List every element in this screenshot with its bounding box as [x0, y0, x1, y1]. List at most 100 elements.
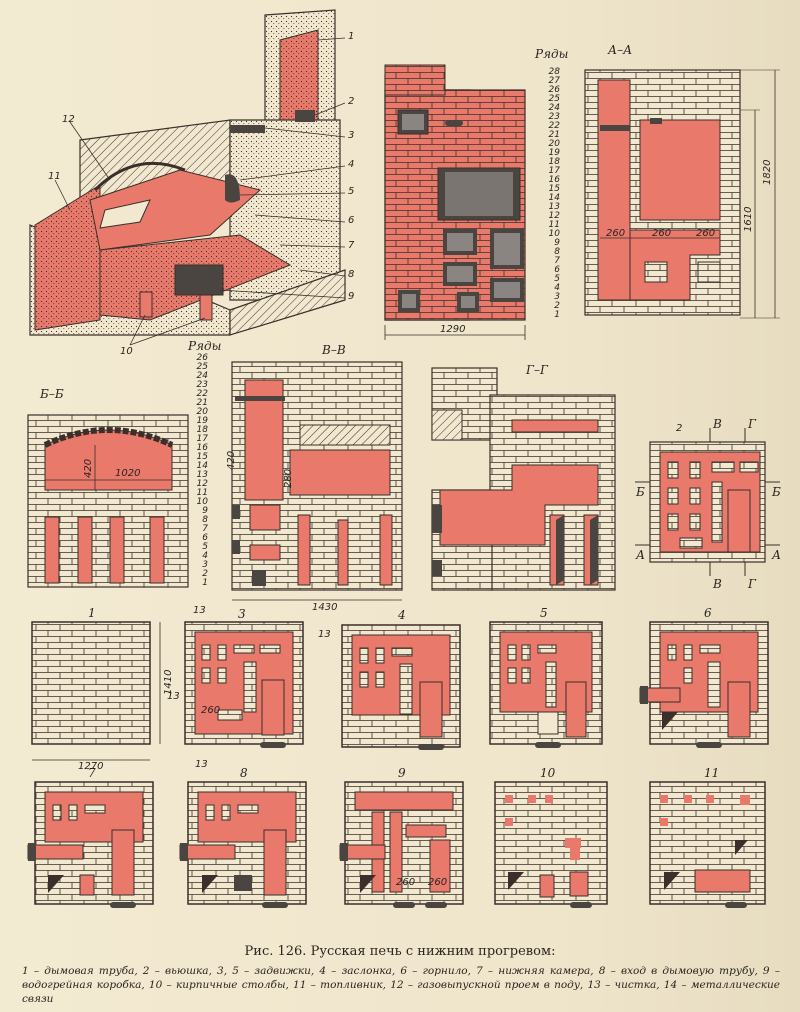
row-mark: 6 [554, 265, 560, 275]
row-mark: 20 [548, 139, 560, 149]
row-mark: 12 [196, 479, 208, 489]
plan-3-dim-260: 260 [201, 705, 221, 716]
plan-key-mark-v-bottom: В [713, 577, 722, 591]
plan-8-label: 8 [240, 766, 248, 780]
section-vv-title: В–В [322, 343, 346, 357]
plan-9-dim-260-a: 260 [396, 877, 416, 888]
row-mark: 5 [554, 274, 560, 284]
callout-13-left: 13 [167, 691, 180, 702]
row-mark: 22 [196, 389, 208, 399]
row-mark: 20 [196, 407, 208, 417]
callout-2: 2 [348, 96, 355, 107]
front-rows-label: Ряды [535, 47, 569, 61]
row-mark: 11 [548, 220, 560, 230]
plan-3-label: 3 [238, 607, 246, 621]
row-mark: 6 [202, 533, 208, 543]
section-aa-height-inner: 1610 [743, 206, 754, 232]
row-mark: 24 [548, 103, 560, 113]
row-mark: 1 [202, 578, 208, 588]
plan-10-label: 10 [540, 766, 556, 780]
row-mark: 19 [196, 416, 208, 426]
plan-key-mark-b-left: Б [636, 485, 645, 499]
section-aa [584, 69, 780, 319]
row-mark: 27 [548, 76, 560, 86]
plan-6 [639, 621, 769, 748]
row-mark: 25 [548, 94, 560, 104]
section-bb-width-dim: 1020 [115, 468, 141, 479]
row-mark: 9 [202, 506, 208, 516]
callout-3: 3 [348, 130, 355, 141]
row-mark: 28 [548, 67, 560, 77]
callout-4: 4 [348, 159, 355, 170]
row-mark: 3 [202, 560, 208, 570]
callout-1: 1 [348, 31, 355, 42]
section-aa-dim-2: 260 [652, 228, 672, 239]
plan-7-label: 7 [88, 766, 96, 780]
section-bb-title: Б–Б [40, 387, 64, 401]
callout-5: 5 [348, 186, 355, 197]
row-mark: 5 [202, 542, 208, 552]
front-view [384, 64, 526, 340]
row-mark: 2 [554, 301, 560, 311]
row-mark: 10 [548, 229, 560, 239]
figure-legend: 1 – дымовая труба, 2 – вьюшка, 3, 5 – за… [22, 965, 780, 1006]
plan-7 [27, 781, 154, 908]
callout-10: 10 [120, 346, 133, 357]
plan-5 [489, 621, 603, 748]
row-mark: 21 [196, 398, 208, 408]
row-mark: 7 [202, 524, 208, 534]
plan-4-label: 4 [398, 608, 406, 622]
plan-1-width-dim: 1270 [78, 761, 104, 772]
row-mark: 16 [196, 443, 208, 453]
row-mark: 9 [554, 238, 560, 248]
row-mark: 3 [554, 292, 560, 302]
row-mark: 7 [554, 256, 560, 266]
row-mark: 15 [548, 184, 560, 194]
row-mark: 26 [548, 85, 560, 95]
figure-caption: Рис. 126. Русская печь с нижним прогрево… [244, 944, 556, 959]
plan-key-mark-g-bottom: Г [748, 577, 756, 591]
front-rows-scale: 1 2 3 4 5 6 7 8 9 10 11 12 13 14 15 16 1… [538, 62, 560, 320]
section-gg [431, 367, 616, 591]
plan-1-height-dim: 1410 [163, 669, 174, 695]
row-mark: 8 [554, 247, 560, 257]
plan-4 [341, 624, 461, 750]
plan-8 [179, 781, 307, 908]
row-mark: 23 [548, 112, 560, 122]
isometric-rows-label: Ряды [188, 339, 222, 353]
section-bb [27, 414, 189, 588]
section-vv-rows-scale: 1 2 3 4 5 6 7 8 9 10 11 12 13 14 15 16 1… [186, 353, 208, 590]
row-mark: 16 [548, 175, 560, 185]
row-mark: 4 [202, 551, 208, 561]
front-width-dim: 1290 [440, 324, 466, 335]
plan-key [635, 428, 780, 576]
row-mark: 10 [196, 497, 208, 507]
callout-8: 8 [348, 269, 355, 280]
row-mark: 17 [196, 434, 208, 444]
section-aa-dim-3: 260 [696, 228, 716, 239]
section-aa-height-outer: 1820 [762, 159, 773, 185]
section-vv-width-dim: 1430 [312, 602, 338, 613]
row-mark: 14 [196, 461, 208, 471]
row-mark: 13 [548, 202, 560, 212]
row-mark: 22 [548, 121, 560, 131]
row-mark: 19 [548, 148, 560, 158]
plan-key-label-2: 2 [676, 423, 683, 434]
plan-key-mark-a-left: А [636, 548, 646, 562]
row-mark: 13 [196, 470, 208, 480]
plan-10 [494, 781, 608, 908]
callout-11: 11 [48, 171, 61, 182]
row-mark: 26 [196, 353, 208, 363]
row-mark: 21 [548, 130, 560, 140]
section-vv-dim-280: 280 [283, 468, 294, 488]
plan-1 [31, 621, 161, 761]
row-mark: 15 [196, 452, 208, 462]
isometric-cutaway [29, 9, 346, 346]
row-mark: 24 [196, 371, 208, 381]
section-aa-title: А–А [608, 43, 633, 57]
section-vv [231, 361, 403, 601]
plan-5-label: 5 [540, 606, 548, 620]
row-mark: 11 [196, 488, 208, 498]
callout-13-right: 13 [318, 629, 331, 640]
